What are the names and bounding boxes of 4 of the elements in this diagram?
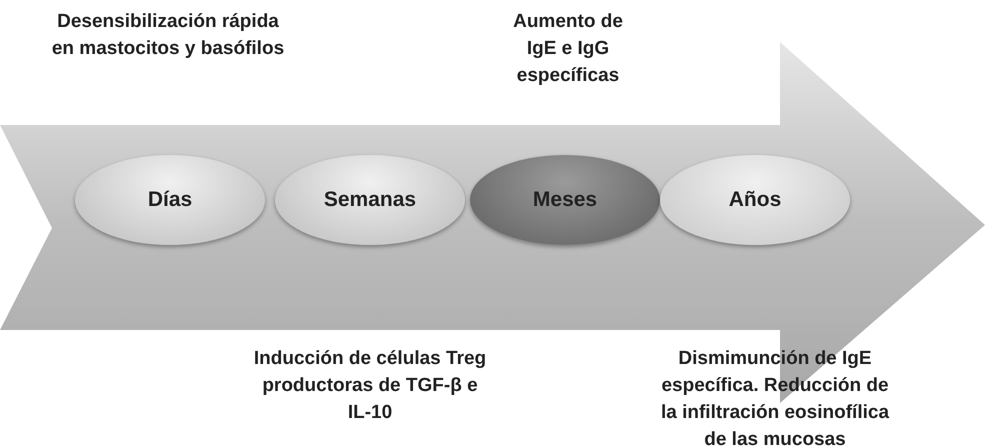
- timeline-note: Inducción de células Treg productoras de TGF-β e IL-10: [252, 347, 488, 425]
- timeline-note: Desensibilización rápida en mastocitos y basófilos: [50, 10, 286, 61]
- timeline-note: Aumento de IgE e IgG específicas: [512, 10, 624, 88]
- timeline-arrow: [0, 40, 987, 405]
